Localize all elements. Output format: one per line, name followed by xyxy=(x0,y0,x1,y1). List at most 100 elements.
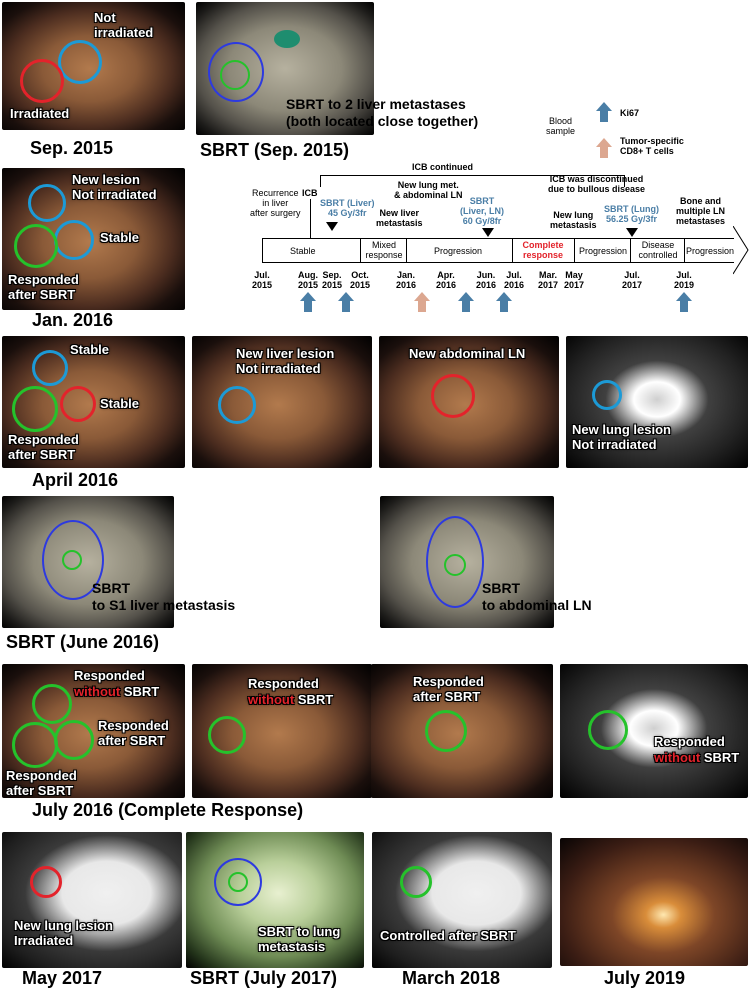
sbrt-liver-marker-icon xyxy=(326,222,338,231)
sbrt-ln-label: SBRT to abdominal LN xyxy=(482,580,592,613)
new-liver-circle xyxy=(218,386,256,424)
ki67-label: Ki67 xyxy=(620,108,640,118)
organ-contour xyxy=(274,30,300,48)
cd8-label: Tumor-specific CD8+ T cells xyxy=(620,136,684,156)
pet-scan-jul-2016-ln: Responded after SBRT xyxy=(371,664,553,798)
resp-without-label-a: Responded xyxy=(74,668,145,683)
stable-right-label: Stable xyxy=(100,396,140,411)
timeline-bar-start xyxy=(262,238,263,263)
new-ln-label: New abdominal LN xyxy=(409,346,526,361)
new-liver-label: New liver lesion Not irradiated xyxy=(236,346,335,376)
sbrt-lung-label: SBRT (Lung) 56.25 Gy/3fr xyxy=(604,204,659,224)
new-lesion-label: New lesion Not irradiated xyxy=(72,172,157,202)
not-irradiated-label: Not irradiated xyxy=(94,10,154,40)
ct-lung-jul-2016: Responded without SBRT xyxy=(560,664,748,798)
ki67-arrow-jul-2019-icon xyxy=(676,292,692,312)
date-aug-2015: Aug. 2015 xyxy=(298,270,319,290)
date-jul-2015: Jul. 2015 xyxy=(252,270,273,290)
ki67-arrow-aug-2015-icon xyxy=(300,292,316,312)
timeline-arrow-head-icon xyxy=(733,226,749,275)
resp-without-word: without xyxy=(74,684,121,699)
sbrt-plan-lung: SBRT to lung metastasis xyxy=(186,832,364,968)
ki67-arrow-sep-2015-icon xyxy=(338,292,354,312)
pet-scan-jul-2016-liver: Responded without SBRT xyxy=(192,664,372,798)
date-jul-2017: Jul. 2017 xyxy=(622,270,643,290)
new-lung-circle xyxy=(592,380,622,410)
sbrt-2-liver-label: SBRT to 2 liver metastases (both located… xyxy=(286,96,479,129)
blood-sample-label: Blood sample xyxy=(546,116,576,136)
pet-scan-sep-2015: Not irradiated Irradiated xyxy=(2,2,185,130)
ki67-arrow-apr-2016-icon xyxy=(458,292,474,312)
phase-complete: Complete response xyxy=(522,240,564,260)
phase-mixed: Mixed response xyxy=(365,240,403,260)
resp-after-circle-ln xyxy=(425,710,467,752)
resp-without-circle-lung xyxy=(588,710,628,750)
new-lung-met-label: New lung met. & abdominal LN xyxy=(394,180,463,200)
icb-bracket-left xyxy=(320,175,321,187)
date-oct-2015: Oct. 2015 xyxy=(350,270,371,290)
date-jun-2016: Jun. 2016 xyxy=(476,270,497,290)
stable-top-label: Stable xyxy=(70,342,110,357)
timeline-bar-bottom xyxy=(262,262,734,263)
caption-mar-2018: March 2018 xyxy=(402,968,501,988)
caption-sbrt-jul-2017: SBRT (July 2017) xyxy=(190,968,338,988)
caption-sep-2015: Sep. 2015 xyxy=(30,138,114,158)
phase-progression-2: Progression xyxy=(578,246,628,256)
pet-scan-jul-2019 xyxy=(560,838,748,966)
sbrt-lung-target xyxy=(228,872,248,892)
divider-5 xyxy=(630,238,631,263)
sbrt-plan-s1-liver xyxy=(2,496,174,628)
resp-after-circle-right xyxy=(54,720,94,760)
date-may-2017: May 2017 xyxy=(564,270,585,290)
new-lung-metastasis-label: New lung metastasis xyxy=(550,210,597,230)
new-ln-circle xyxy=(431,374,475,418)
target-contour xyxy=(220,60,250,90)
dose-contour xyxy=(208,42,264,102)
resp-without-circle xyxy=(32,684,72,724)
responded-label: Responded after SBRT xyxy=(8,272,79,302)
sbrt-lung-label: SBRT to lung metastasis xyxy=(258,924,341,954)
divider-1 xyxy=(360,238,361,263)
date-apr-2016: Apr. 2016 xyxy=(436,270,457,290)
caption-jul-2016-complete: July 2016 (Complete Response) xyxy=(32,800,304,820)
resp-without-label-4c: SBRT xyxy=(700,750,740,765)
pet-scan-jul-2016: Responded without SBRT Responded after S… xyxy=(2,664,185,798)
stable-right-circle xyxy=(60,386,96,422)
resp-without-label-2: Responded without SBRT xyxy=(248,676,333,708)
stable-circle xyxy=(54,220,94,260)
new-liver-met-label: New liver metastasis xyxy=(376,208,423,228)
divider-3 xyxy=(512,238,513,263)
date-jul-2016: Jul. 2016 xyxy=(504,270,525,290)
stable-label: Stable xyxy=(100,230,140,245)
phase-progression-3: Progression xyxy=(686,246,735,256)
date-sep-2015: Sep. 2015 xyxy=(322,270,343,290)
sbrt-s1-target xyxy=(62,550,82,570)
ki67-arrow-jun-2016-icon xyxy=(496,292,512,312)
sbrt-plan-abdominal-ln xyxy=(380,496,554,628)
responded-circle xyxy=(14,224,58,268)
cd8-arrow-jan-2016-icon xyxy=(414,292,430,312)
icb-label: ICB xyxy=(302,188,318,198)
ki67-arrow-icon xyxy=(596,102,612,122)
pet-scan-new-liver: New liver lesion Not irradiated xyxy=(192,336,372,468)
timeline-bar-top xyxy=(262,238,734,239)
new-lung-irradiated-label: New lung lesion Irradiated xyxy=(14,918,113,948)
bone-ln-label: Bone and multiple LN metastases xyxy=(676,196,726,226)
stable-top-circle xyxy=(32,350,68,386)
sbrt-s1-contour xyxy=(42,520,104,600)
phase-progression-1: Progression xyxy=(434,246,483,256)
icb-bracket-right xyxy=(624,175,625,187)
sbrt-liver-ln-label: SBRT (Liver, LN) 60 Gy/8fr xyxy=(460,196,505,226)
caption-sbrt-sep-2015: SBRT (Sep. 2015) xyxy=(200,140,350,160)
caption-jan-2016: Jan. 2016 xyxy=(32,310,114,330)
new-lung-irradiated-circle xyxy=(30,866,62,898)
resp-after-circle-left xyxy=(12,722,58,768)
sbrt-ln-target xyxy=(444,554,466,576)
resp-after-label-ln: Responded after SBRT xyxy=(413,674,484,704)
caption-may-2017: May 2017 xyxy=(22,968,103,988)
sbrt-s1-label: SBRT to S1 liver metastasis xyxy=(92,580,236,613)
caption-jul-2019: July 2019 xyxy=(604,968,686,988)
not-irradiated-circle xyxy=(58,40,102,84)
resp-without-label-2c: SBRT xyxy=(294,692,334,707)
resp-without-circle-2 xyxy=(208,716,246,754)
